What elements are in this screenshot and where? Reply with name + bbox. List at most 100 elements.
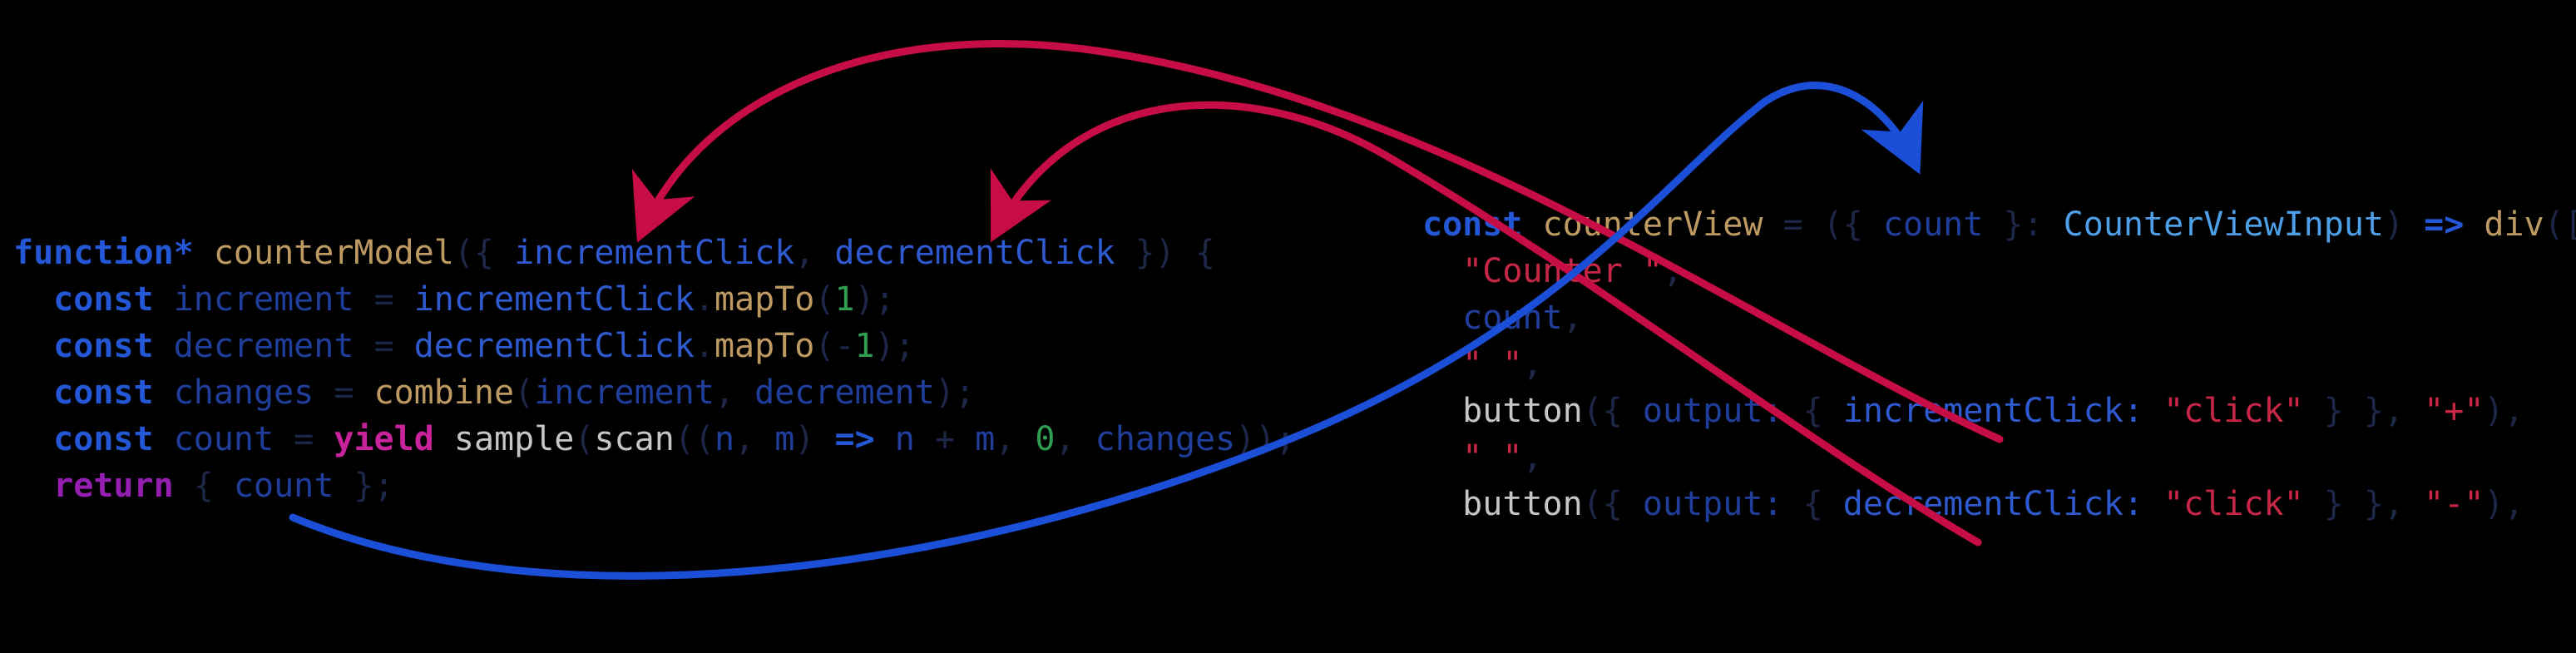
code-line: const decrement = decrementClick.mapTo(-… bbox=[13, 323, 1295, 369]
code-line: count, bbox=[1422, 294, 2576, 341]
code-token: "click" bbox=[2163, 485, 2304, 523]
code-token: ( bbox=[514, 373, 535, 412]
code-token: . bbox=[694, 327, 714, 365]
code-token: yield bbox=[334, 420, 434, 458]
code-token: "+" bbox=[2424, 392, 2485, 430]
code-token: "Counter " bbox=[1462, 252, 1663, 290]
code-token: { bbox=[1782, 485, 1843, 523]
code-line: const counterView = ({ count }: CounterV… bbox=[1422, 201, 2576, 248]
code-token: decrementClick: bbox=[1842, 485, 2143, 523]
code-token bbox=[13, 467, 53, 505]
code-token: const bbox=[53, 327, 154, 365]
code-token bbox=[1422, 252, 1462, 290]
code-token: ( bbox=[814, 280, 835, 319]
code-token: counterView bbox=[1542, 205, 1763, 244]
code-line: const count = yield sample(scan((n, m) =… bbox=[13, 416, 1295, 463]
code-token bbox=[1422, 299, 1462, 337]
code-token bbox=[194, 234, 214, 272]
code-token: div bbox=[2484, 205, 2544, 244]
code-token: counterModel bbox=[213, 234, 454, 272]
code-token bbox=[13, 280, 53, 319]
code-token: 1 bbox=[834, 280, 855, 319]
code-token: ({ bbox=[1582, 392, 1643, 430]
code-token: = ({ bbox=[1763, 205, 1883, 244]
code-token: const bbox=[53, 280, 154, 319]
code-token bbox=[13, 327, 53, 365]
code-token: => bbox=[834, 420, 875, 458]
code-token: ); bbox=[934, 373, 976, 412]
code-token: const bbox=[53, 420, 154, 458]
code-line: "Counter ", bbox=[1422, 248, 2576, 294]
code-token: , bbox=[1562, 299, 1583, 337]
code-token: " " bbox=[1462, 438, 1523, 477]
code-token: ); bbox=[874, 327, 915, 365]
code-token: m bbox=[774, 420, 795, 458]
code-token: = bbox=[354, 327, 414, 365]
code-token: ) bbox=[2383, 205, 2425, 244]
code-token bbox=[154, 327, 174, 365]
code-token: }) { bbox=[1115, 234, 1215, 272]
code-token: decrement bbox=[173, 327, 354, 365]
code-line: " ", bbox=[1422, 341, 2576, 388]
code-token bbox=[1422, 485, 1462, 523]
code-token: , bbox=[734, 420, 775, 458]
code-token: }; bbox=[334, 467, 394, 505]
code-line: const changes = combine(increment, decre… bbox=[13, 369, 1295, 416]
code-token: return bbox=[53, 467, 174, 505]
code-token: decrementClick bbox=[413, 327, 695, 365]
code-token bbox=[1422, 392, 1462, 430]
code-token bbox=[2143, 392, 2163, 430]
code-token: " " bbox=[1462, 345, 1523, 383]
code-token: 1 bbox=[854, 327, 875, 365]
code-line: button({ output: { incrementClick: "clic… bbox=[1422, 388, 2576, 434]
code-token: ([ bbox=[2544, 205, 2576, 244]
code-token: => bbox=[2424, 205, 2465, 244]
code-token: incrementClick bbox=[514, 234, 795, 272]
code-token bbox=[13, 420, 53, 458]
code-token: n bbox=[714, 420, 735, 458]
code-token: sample bbox=[453, 420, 575, 458]
code-token: changes bbox=[1095, 420, 1236, 458]
code-token: ({ bbox=[453, 234, 515, 272]
code-token: button bbox=[1462, 392, 1583, 430]
code-token: , bbox=[714, 373, 755, 412]
code-token: { bbox=[1782, 392, 1843, 430]
code-token: , bbox=[1663, 252, 1684, 290]
code-token: ), bbox=[2484, 485, 2524, 523]
code-block-counter-view: const counterView = ({ count }: CounterV… bbox=[1422, 201, 2576, 527]
code-token bbox=[1522, 205, 1542, 244]
code-token: "-" bbox=[2424, 485, 2485, 523]
code-token bbox=[875, 420, 895, 458]
code-token bbox=[13, 373, 53, 412]
code-line: function* counterModel({ incrementClick,… bbox=[13, 230, 1295, 276]
code-token: count bbox=[1882, 205, 1984, 244]
code-token: "click" bbox=[2163, 392, 2304, 430]
code-token: incrementClick: bbox=[1842, 392, 2143, 430]
code-line: const increment = incrementClick.mapTo(1… bbox=[13, 276, 1295, 323]
code-token bbox=[1422, 438, 1462, 477]
code-line: button({ output: { decrementClick: "clic… bbox=[1422, 481, 2576, 527]
code-token: ) bbox=[794, 420, 835, 458]
code-token: output: bbox=[1642, 485, 1783, 523]
code-line: " ", bbox=[1422, 434, 2576, 481]
code-token bbox=[154, 420, 174, 458]
code-token: (( bbox=[674, 420, 714, 458]
code-token: function* bbox=[13, 234, 194, 272]
code-token: + bbox=[914, 420, 976, 458]
code-token: { bbox=[173, 467, 234, 505]
code-token: , bbox=[1055, 420, 1095, 458]
code-token: , bbox=[794, 234, 835, 272]
code-token bbox=[1422, 345, 1462, 383]
code-token: , bbox=[1522, 438, 1543, 477]
code-token: mapTo bbox=[714, 327, 815, 365]
code-token: count bbox=[173, 420, 274, 458]
code-token bbox=[154, 280, 174, 319]
code-token: button bbox=[1462, 485, 1583, 523]
code-token: = bbox=[274, 420, 334, 458]
code-token: increment bbox=[173, 280, 354, 319]
code-token bbox=[154, 373, 174, 412]
code-token: count bbox=[233, 467, 334, 505]
code-token: scan bbox=[594, 420, 675, 458]
code-token: ), bbox=[2484, 392, 2524, 430]
